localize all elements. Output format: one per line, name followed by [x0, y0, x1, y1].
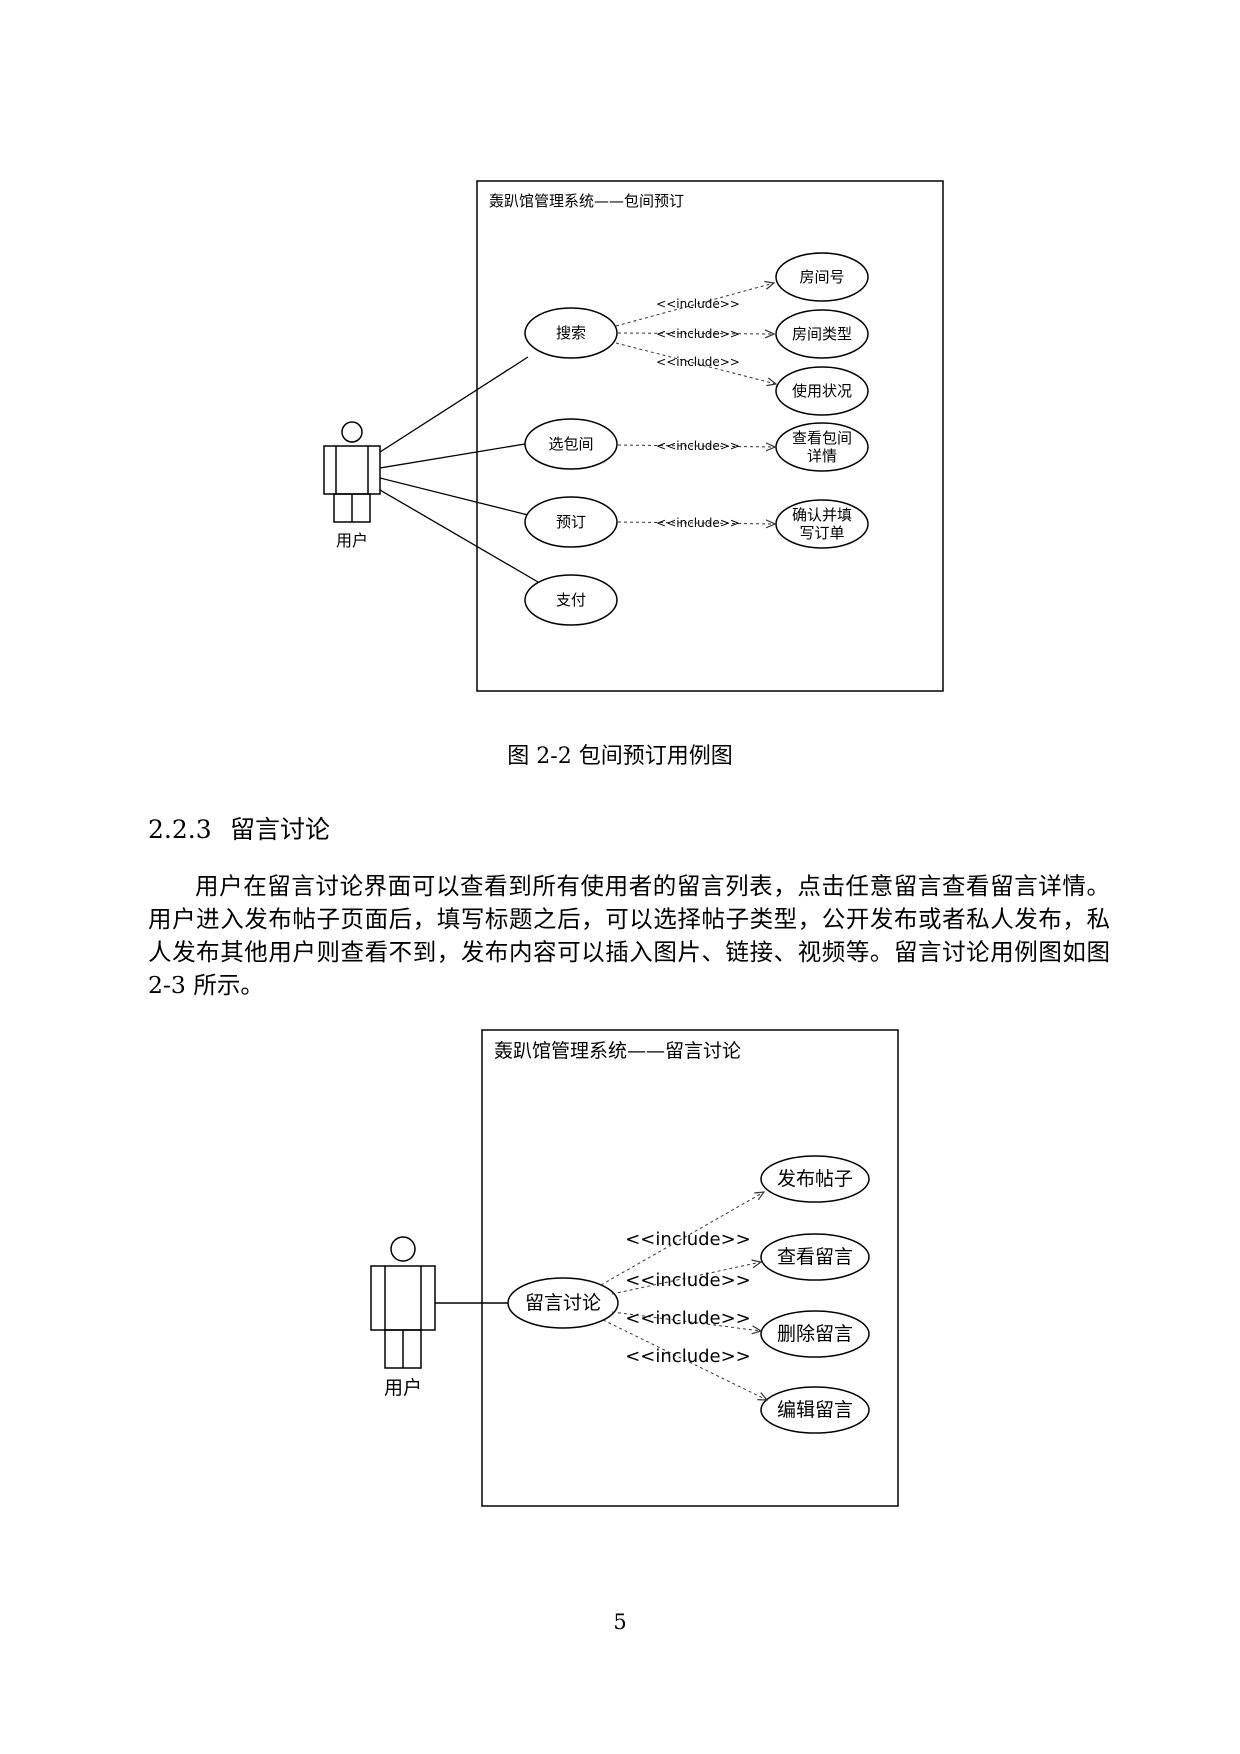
- edit-message-label: 编辑留言: [777, 1399, 853, 1421]
- room-type-label: 房间类型: [792, 325, 852, 343]
- system-title: 轰趴馆管理系统——留言讨论: [494, 1040, 741, 1062]
- include-label: <<include>>: [625, 1270, 751, 1291]
- use-case-edit-message: [760, 1386, 870, 1434]
- include-arrow-publish-post: [600, 1192, 764, 1286]
- include-arrow-room-type: [617, 333, 774, 334]
- publish-post-label: 发布帖子: [777, 1168, 853, 1190]
- system-title: 轰趴馆管理系统——包间预订: [489, 192, 684, 210]
- view-room-details-label-line2: 详情: [807, 447, 837, 465]
- use-case-message-discussion-label: 留言讨论: [525, 1292, 601, 1314]
- include-label: <<include>>: [625, 1229, 751, 1250]
- view-room-details-label-line1: 查看包间: [792, 429, 852, 447]
- delete-message-label: 删除留言: [777, 1323, 853, 1345]
- use-case-view-message: [760, 1233, 870, 1281]
- use-case-pay: [524, 574, 618, 626]
- actor-associations: [379, 356, 539, 583]
- page-number: 5: [613, 1610, 627, 1634]
- use-case-delete-message: [760, 1310, 870, 1358]
- system-boundary: [476, 180, 944, 692]
- use-case-choose-room-label: 选包间: [548, 435, 593, 453]
- include-arrow-delete-message: [611, 1311, 761, 1331]
- use-case-pay-label: 支付: [556, 591, 586, 609]
- include-label: <<include>>: [656, 516, 740, 530]
- actor-user: [323, 421, 381, 523]
- include-label: <<include>>: [656, 355, 740, 369]
- use-case-message-discussion: [507, 1277, 619, 1329]
- include-arrow-view-room-details: [617, 445, 775, 447]
- include-arrow-confirm-order: [617, 522, 775, 524]
- use-case-reserve: [524, 496, 618, 548]
- section-heading: 2.2.3 留言讨论: [148, 810, 330, 846]
- use-case-choose-room: [524, 418, 618, 470]
- include-arrow-edit-message: [602, 1319, 767, 1400]
- actor-user: [370, 1236, 436, 1369]
- include-label: <<include>>: [656, 327, 740, 341]
- include-arrow-view-message: [611, 1262, 761, 1295]
- usage-status-label: 使用状况: [792, 382, 852, 400]
- confirm-order-label-line2: 写订单: [799, 524, 844, 542]
- view-message-label: 查看留言: [777, 1246, 853, 1268]
- room-number-label: 房间号: [799, 268, 844, 286]
- include-label: <<include>>: [625, 1308, 751, 1329]
- include-label: <<include>>: [625, 1346, 751, 1367]
- body-paragraph: 用户在留言讨论界面可以查看到所有使用者的留言列表，点击任意留言查看留言详情。用户…: [148, 872, 1110, 999]
- use-case-search-label: 搜索: [556, 324, 586, 342]
- section-number: 2.2.3: [148, 815, 212, 844]
- include-label: <<include>>: [656, 439, 740, 453]
- section-title: 留言讨论: [230, 815, 331, 844]
- use-case-usage-status: [775, 366, 869, 416]
- include-label: <<include>>: [656, 297, 740, 311]
- use-case-search: [524, 307, 618, 359]
- use-case-reserve-label: 预订: [556, 513, 586, 531]
- use-case-room-number: [775, 252, 869, 302]
- figure-caption: 图 2-2 包间预订用例图: [507, 744, 733, 769]
- actor-label: 用户: [384, 1377, 422, 1399]
- use-case-publish-post: [760, 1155, 870, 1203]
- use-case-room-type: [775, 309, 869, 359]
- actor-label: 用户: [336, 531, 368, 550]
- system-boundary: [481, 1029, 899, 1507]
- room-reservation-use-case-diagram: 轰趴馆管理系统——包间预订 用户 搜索 选包间 预订 支付 房间号: [323, 180, 944, 692]
- confirm-order-label-line1: 确认并填: [792, 506, 852, 524]
